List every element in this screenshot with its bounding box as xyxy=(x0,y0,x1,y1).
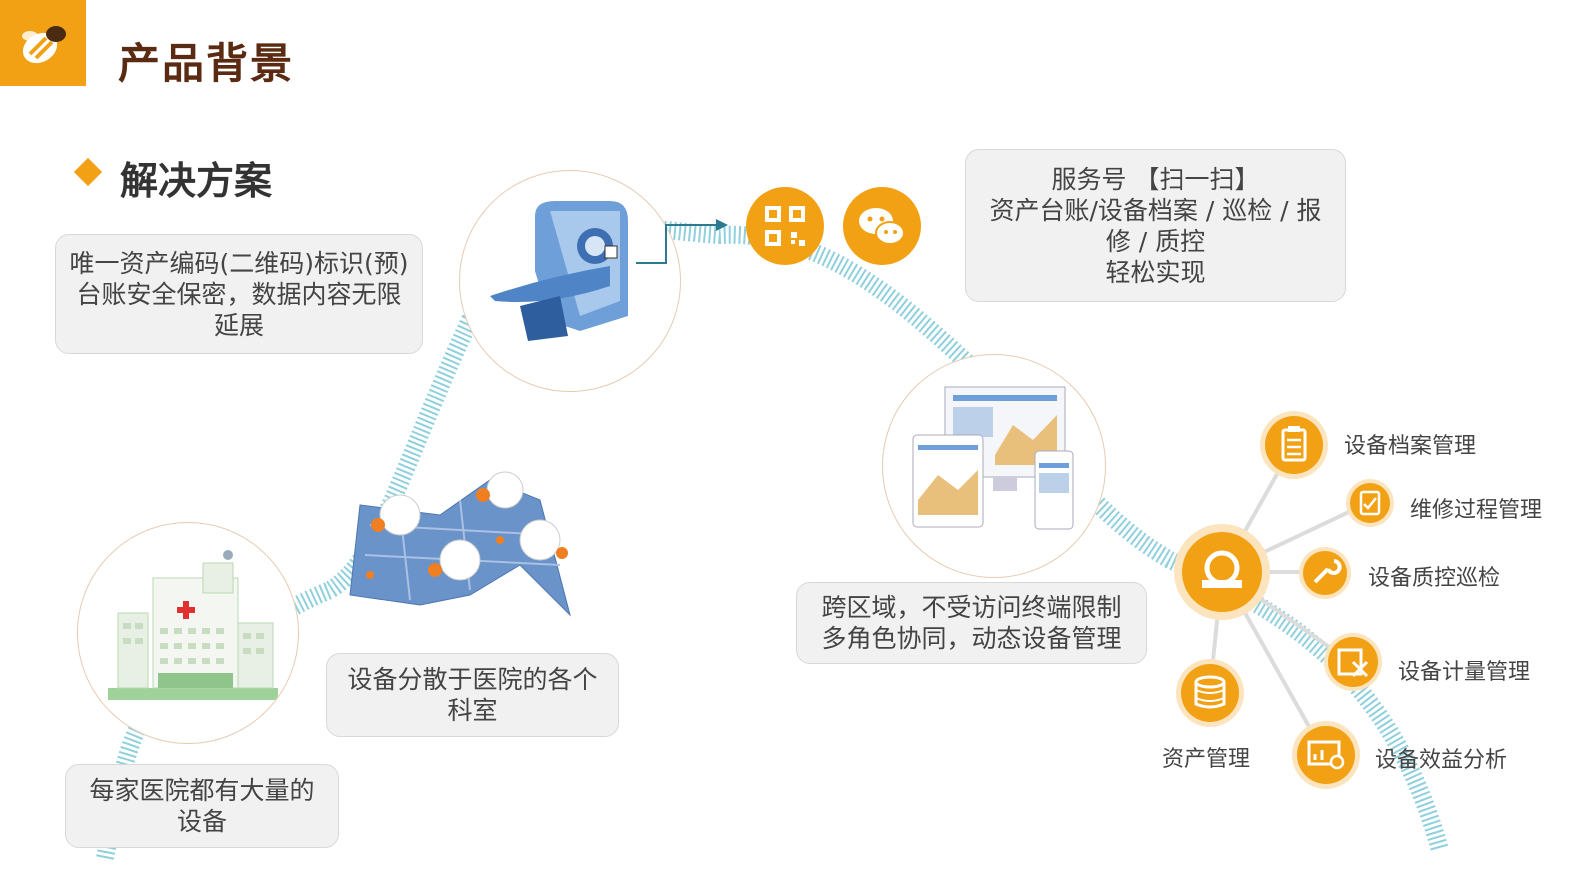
module-label-metering: 设备计量管理 xyxy=(1398,660,1531,685)
bubble-cross-region: 跨区域，不受访问终端限制 多角色协同，动态设备管理 xyxy=(796,582,1147,664)
bubble-text: 跨区域，不受访问终端限制 xyxy=(821,593,1122,622)
bubble-text: 服务号 【扫一扫】 xyxy=(1051,164,1260,194)
ct-scanner-circle xyxy=(459,170,681,392)
hospital-icon xyxy=(108,550,278,700)
module-label-archive: 设备档案管理 xyxy=(1344,434,1477,459)
wrench-icon[interactable] xyxy=(1298,546,1352,600)
ct-scanner-icon xyxy=(490,201,628,341)
module-label-repair: 维修过程管理 xyxy=(1410,498,1543,523)
multi-device-icon xyxy=(912,386,1074,530)
bubble-text: 设备 xyxy=(176,807,227,836)
bubble-service: 服务号 【扫一扫】 资产台账/设备档案 / 巡检 / 报 修 / 质控 轻松实现 xyxy=(965,149,1346,302)
bubble-text: 多角色协同，动态设备管理 xyxy=(821,624,1122,653)
section-title: 解决方案 xyxy=(120,159,273,203)
arrow-connector xyxy=(636,219,728,264)
page-title: 产品背景 xyxy=(118,39,295,88)
checklist-icon[interactable] xyxy=(1345,478,1395,528)
clipboard-icon[interactable] xyxy=(1259,410,1329,480)
bubble-scattered: 设备分散于医院的各个 科室 xyxy=(326,653,619,737)
bubble-text: 修 / 质控 xyxy=(1105,226,1206,256)
bee-icon xyxy=(22,26,66,64)
gauge-tool-icon[interactable] xyxy=(1323,632,1383,692)
wechat-icon[interactable] xyxy=(842,186,922,266)
analytics-icon[interactable] xyxy=(1291,720,1361,790)
bubble-text: 台账安全保密，数据内容无限 xyxy=(76,279,402,309)
bubble-text: 设备分散于医院的各个 xyxy=(347,665,598,694)
bubble-text: 轻松实现 xyxy=(1105,257,1206,287)
bubble-text: 资产台账/设备档案 / 巡检 / 报 xyxy=(989,195,1322,225)
hospital-circle xyxy=(77,522,299,744)
devices-circle xyxy=(882,354,1106,578)
bubble-text: 每家医院都有大量的 xyxy=(89,776,315,805)
module-label-qc: 设备质控巡检 xyxy=(1368,566,1501,591)
module-label-asset: 资产管理 xyxy=(1162,747,1251,772)
bubble-text: 延展 xyxy=(213,310,264,340)
module-label-benefit: 设备效益分析 xyxy=(1375,748,1508,773)
logo xyxy=(0,0,86,86)
bubble-code: 唯一资产编码(二维码)标识(预) 台账安全保密，数据内容无限 延展 xyxy=(55,234,423,354)
medical-device-hub-icon xyxy=(1174,524,1270,620)
coins-icon[interactable] xyxy=(1175,658,1245,728)
bubble-hospital: 每家医院都有大量的 设备 xyxy=(65,764,339,848)
hospital-map-icon xyxy=(349,471,571,617)
bubble-text: 唯一资产编码(二维码)标识(预) xyxy=(69,248,409,278)
bubble-text: 科室 xyxy=(447,696,498,725)
qr-code-icon[interactable] xyxy=(745,186,825,266)
